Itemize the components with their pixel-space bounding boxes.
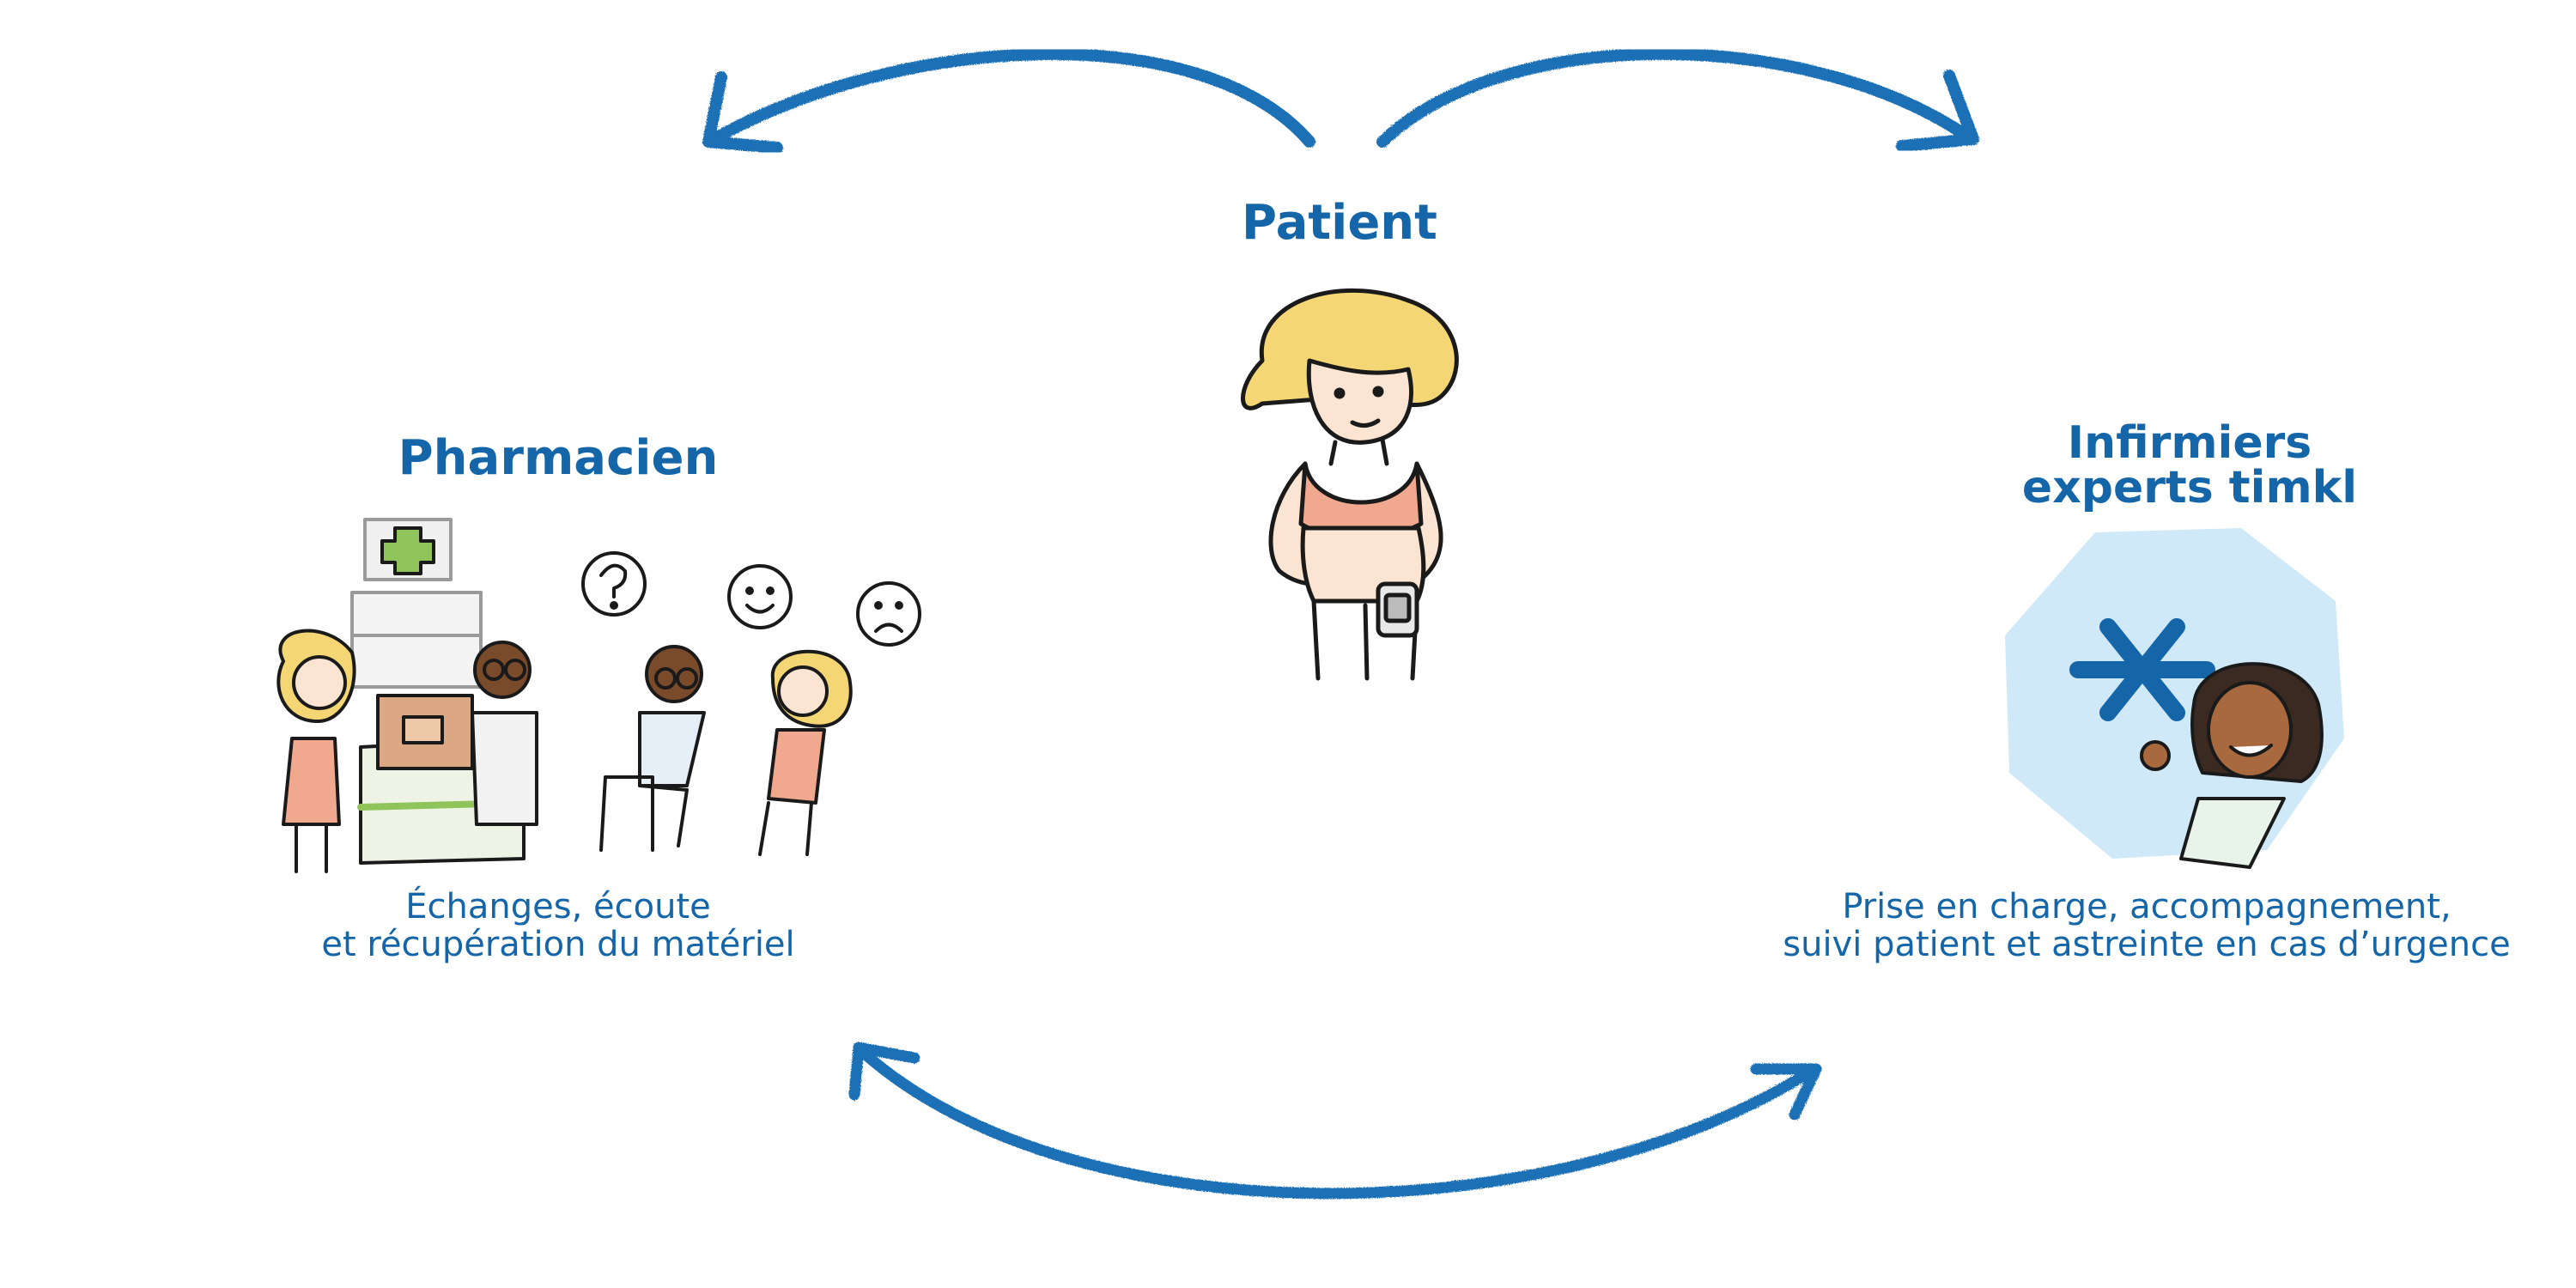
patient-illustration <box>1241 289 1459 681</box>
arrow-pharmacien-infirmiers <box>848 1042 1822 1200</box>
pharmacien-description: Échanges, écoute et récupération du maté… <box>258 890 859 965</box>
infirmiers-description-line1: Prise en charge, accompagnement, <box>1842 887 2451 927</box>
pharmacien-illustration <box>276 518 921 873</box>
infirmiers-title: Infirmiers experts timkl <box>1975 421 2404 510</box>
arrow-patient-to-pharmacien <box>702 48 1315 154</box>
pharmacien-description-line2: et récupération du matériel <box>321 925 795 964</box>
infirmiers-title-line2: experts timkl <box>2021 462 2358 513</box>
infirmiers-illustration <box>2005 528 2344 869</box>
pharmacien-description-line1: Échanges, écoute <box>405 887 711 927</box>
patient-title: Patient <box>1242 195 1437 251</box>
arrow-patient-to-infirmiers <box>1376 47 1979 152</box>
infirmiers-title-line1: Infirmiers <box>2067 417 2312 469</box>
infirmiers-description-line2: suivi patient et astreinte en cas d’urge… <box>1783 925 2511 964</box>
infirmiers-description: Prise en charge, accompagnement, suivi p… <box>1760 890 2533 965</box>
asterisk-logo-icon <box>2069 618 2215 721</box>
plus-cross-icon <box>363 518 453 581</box>
pharmacien-title: Pharmacien <box>398 430 719 486</box>
